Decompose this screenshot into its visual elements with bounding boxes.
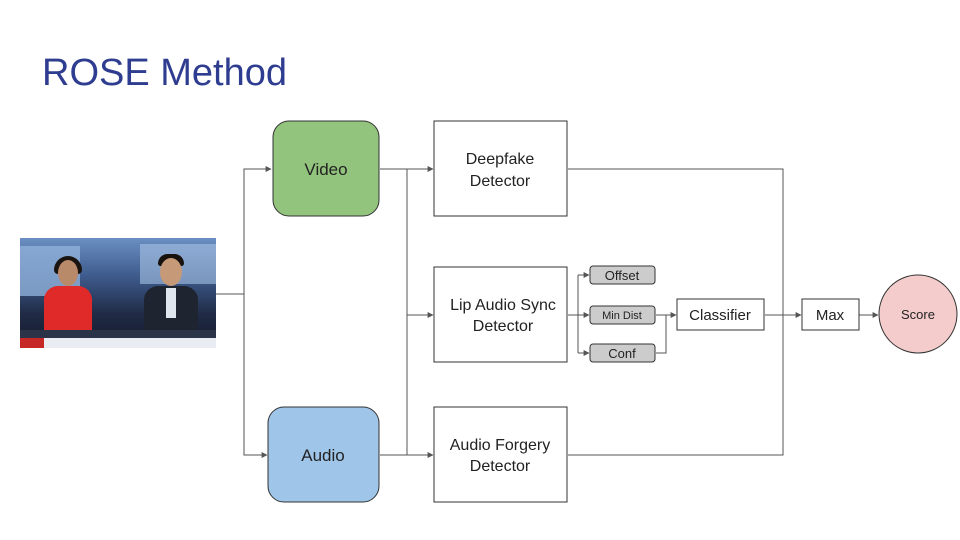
max-box (801, 298, 860, 331)
audio-label: Audio (301, 446, 344, 465)
audio-forgery-detector-node: Audio Forgery Detector (433, 406, 568, 503)
audio-forgery-detector-label-1: Audio Forgery (450, 437, 551, 454)
slide-title: ROSE Method (42, 52, 287, 94)
conf-node: Conf (589, 343, 656, 363)
lip-sync-detector-label-2: Detector (473, 318, 534, 335)
audio-forgery-detector-label-2: Detector (470, 458, 531, 475)
edge-to-audio (243, 294, 268, 458)
classifier-node: Classifier (676, 298, 765, 331)
edge-video-lipsync (406, 169, 434, 318)
video-label: Video (304, 160, 347, 179)
lip-sync-detector-box (433, 266, 568, 363)
edge-deepfake-max (568, 168, 784, 315)
min-dist-label: Min Dist (602, 310, 642, 322)
deepfake-detector-label-2: Detector (470, 173, 531, 190)
video-box (272, 120, 380, 217)
audio-node: Audio (267, 406, 380, 503)
min-dist-node: Min Dist (589, 305, 656, 325)
conf-box (589, 343, 656, 363)
edge-conf-classifier (656, 315, 667, 354)
lip-sync-detector-node: Lip Audio Sync Detector (433, 266, 568, 363)
offset-node: Offset (589, 265, 656, 285)
offset-label: Offset (605, 268, 640, 283)
lip-sync-detector-label-1: Lip Audio Sync (450, 297, 556, 314)
audio-forgery-detector-box (433, 406, 568, 503)
min-dist-box (589, 305, 656, 325)
deepfake-detector-box (433, 120, 568, 217)
deepfake-detector-label-1: Deepfake (466, 151, 535, 168)
score-node: Score (878, 274, 958, 354)
audio-box (267, 406, 380, 503)
deepfake-detector-node: Deepfake Detector (433, 120, 568, 217)
score-label: Score (901, 307, 935, 322)
conf-label: Conf (608, 346, 636, 361)
max-label: Max (816, 307, 845, 324)
edge-forgery-max (568, 315, 784, 456)
news-thumbnail (20, 238, 216, 348)
max-node: Max (801, 298, 860, 331)
classifier-box (676, 298, 765, 331)
video-node: Video (272, 120, 380, 217)
score-circle (878, 274, 958, 354)
edge-to-video (243, 166, 272, 294)
offset-box (589, 265, 656, 285)
classifier-label: Classifier (689, 307, 751, 324)
connectors (216, 166, 879, 458)
